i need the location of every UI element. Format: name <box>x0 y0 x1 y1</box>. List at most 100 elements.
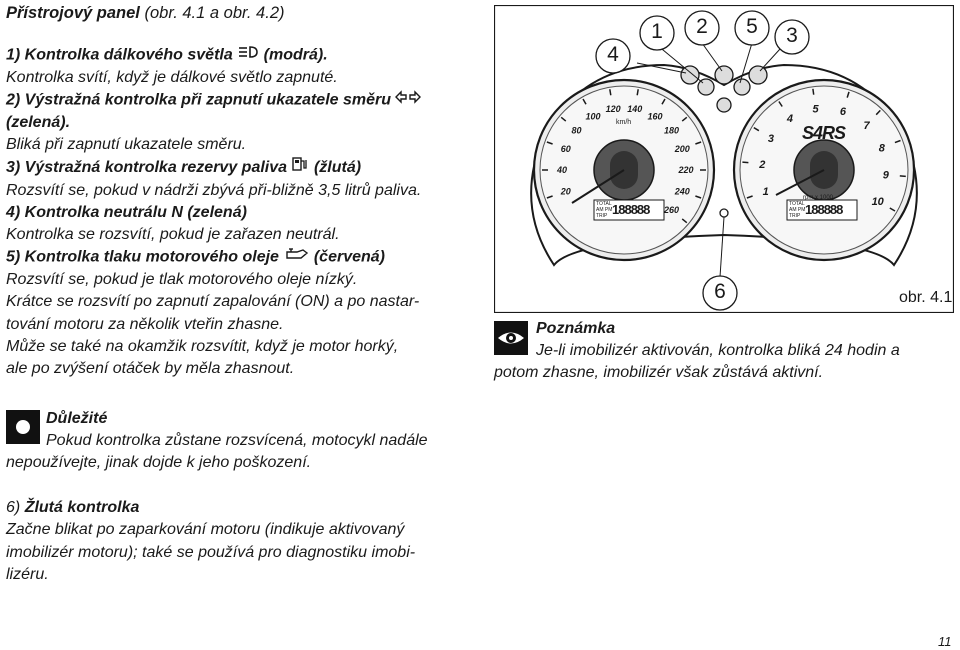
section-heading-ref: (obr. 4.1 a obr. 4.2) <box>139 4 285 22</box>
brand-logo: S4RS <box>802 123 846 143</box>
item5-title: 5) Kontrolka tlaku motorového oleje (čer… <box>6 246 476 269</box>
gauge-tick <box>753 126 760 132</box>
gauge-tick-label: 80 <box>571 125 581 135</box>
gauge-tick-label: 2 <box>758 159 765 171</box>
item6-line3: lizéru. <box>6 565 49 583</box>
item6-line2: imobilizér motoru); také se používá pro … <box>6 543 416 561</box>
high-beam-icon <box>237 44 259 66</box>
gauge-tick <box>681 218 688 224</box>
gauge-tick-label: 5 <box>813 103 820 115</box>
section-heading: Přístrojový panel (obr. 4.1 a obr. 4.2) <box>6 4 285 23</box>
gauge-tick <box>778 101 783 107</box>
oil-can-icon <box>283 246 309 268</box>
gauge-tick <box>636 89 639 96</box>
item4-desc: Kontrolka se rozsvítí, pokud je zařazen … <box>6 226 340 244</box>
item2-title: 2) Výstražná kontrolka při zapnutí ukaza… <box>6 89 476 112</box>
important-block: Důležité Pokud kontrolka zůstane rozsvíc… <box>46 408 486 453</box>
gauge-tick-label: 3 <box>768 133 774 145</box>
gauge-tick <box>899 175 906 178</box>
tacho-lcd-digits: 188888 <box>805 202 843 217</box>
gauge-tick-label: 260 <box>663 205 679 215</box>
important-line2: nepoužívejte, jinak dojde k jeho poškoze… <box>6 454 312 471</box>
item5-desc: Rozsvítí se, pokud je tlak motorového ol… <box>6 271 358 289</box>
callout-4: 4 <box>607 43 619 66</box>
gauge-tick-label: 100 <box>585 112 600 122</box>
callout-1: 1 <box>651 20 663 43</box>
note-icon <box>494 321 528 355</box>
item5-extra1: Krátce se rozsvítí po zapnutí zapalování… <box>6 293 420 311</box>
item5-extra2: tování motoru za několik vteřin zhasne. <box>6 315 284 333</box>
gauge-tick-label: 180 <box>664 125 679 135</box>
gauge-tick <box>546 195 553 199</box>
note-title: Poznámka <box>536 320 616 337</box>
gauge-tick-label: 8 <box>879 143 886 155</box>
callout-6: 6 <box>714 280 726 303</box>
gauge-tick <box>742 161 749 164</box>
gauge-tick <box>695 195 702 199</box>
item6-block: 6) Žlutá kontrolka Začne blikat po zapar… <box>6 497 476 586</box>
section-heading-bold: Přístrojový panel <box>6 4 140 22</box>
note-line1: Je-li imobilizér aktivován, kontrolka bl… <box>536 342 900 360</box>
gauge-tick-label: 120 <box>606 104 621 114</box>
gauge-tick-label: 220 <box>677 165 693 175</box>
gauge-tick-label: 9 <box>883 170 890 182</box>
left-column-body: 1) Kontrolka dálkového světla (modrá). K… <box>6 44 476 381</box>
note-line2: potom zhasne, imobilizér však zůstává ak… <box>494 364 824 381</box>
gauge-tick-label: 4 <box>786 113 793 125</box>
gauge-tick-label: 200 <box>674 144 690 154</box>
item6-title: 6) Žlutá kontrolka <box>6 499 140 516</box>
gauge-tick <box>894 139 901 144</box>
important-icon <box>6 410 40 444</box>
gauge-tick-label: 7 <box>863 120 870 132</box>
callout-5: 5 <box>746 15 758 38</box>
item1-desc: Kontrolka svítí, když je dálkové světlo … <box>6 68 338 86</box>
gauge-tick-label: 240 <box>674 186 690 196</box>
item6-line1: Začne blikat po zaparkování motoru (indi… <box>6 521 405 539</box>
gauge-tick-label: 20 <box>560 186 571 196</box>
turn-signal-icon <box>395 89 422 111</box>
gauge-tick <box>889 207 896 212</box>
important-title: Důležité <box>46 410 108 427</box>
gauge-tick <box>875 109 881 116</box>
gauge-tick-label: 160 <box>647 112 662 122</box>
item2-suffix: (zelená). <box>6 113 71 131</box>
gauge-tick <box>846 91 850 98</box>
item3-desc: Rozsvítí se, pokud v nádrži zbývá při-bl… <box>6 181 422 199</box>
tacho-unit: rpm x 1000 <box>803 195 834 201</box>
gauge-tick <box>681 116 688 122</box>
gauge-tick-label: 6 <box>840 106 847 118</box>
gauge-tick <box>546 141 553 145</box>
gauge-tick <box>812 88 815 95</box>
item4-title: 4) Kontrolka neutrálu N (zelená) <box>6 203 247 221</box>
speedo-unit: km/h <box>616 119 632 126</box>
gauge-tick <box>661 98 666 105</box>
gauge-tick <box>582 98 587 105</box>
item1-title: 1) Kontrolka dálkového světla (modrá). <box>6 44 476 67</box>
figure-caption: obr. 4.1 <box>899 289 953 306</box>
item2-desc: Bliká při zapnutí ukazatele směru. <box>6 135 247 153</box>
callout-2: 2 <box>696 15 708 38</box>
item5-extra3: Může se také na okamžik rozsvítit, když … <box>6 338 399 356</box>
gauge-tick <box>560 116 567 122</box>
tacho-lcd-labels: TOTAL AM PM TRIP <box>789 201 806 219</box>
note-block: Poznámka Je-li imobilizér aktivován, kon… <box>536 318 956 363</box>
important-line1: Pokud kontrolka zůstane rozsvícená, moto… <box>46 432 428 450</box>
callout-3: 3 <box>786 24 798 47</box>
page-number: 11 <box>938 634 952 649</box>
gauge-tick <box>746 195 753 199</box>
item5-extra4: ale po zvýšení otáček by měla zhasnout. <box>6 360 295 378</box>
gauge-tick <box>695 141 702 145</box>
fuel-pump-icon <box>291 156 309 179</box>
gauge-tick-label: 60 <box>561 144 571 154</box>
gauge-tick <box>609 89 612 96</box>
speedo-lcd-digits: 188888 <box>612 202 650 217</box>
gauge-tick-label: 140 <box>627 104 642 114</box>
speedo-lcd-labels: TOTAL AM PM TRIP <box>596 201 613 219</box>
gauge-tick-label: 10 <box>872 196 885 208</box>
gauge-tick-label: 1 <box>763 186 769 198</box>
item3-title: 3) Výstražná kontrolka rezervy paliva (ž… <box>6 156 476 179</box>
